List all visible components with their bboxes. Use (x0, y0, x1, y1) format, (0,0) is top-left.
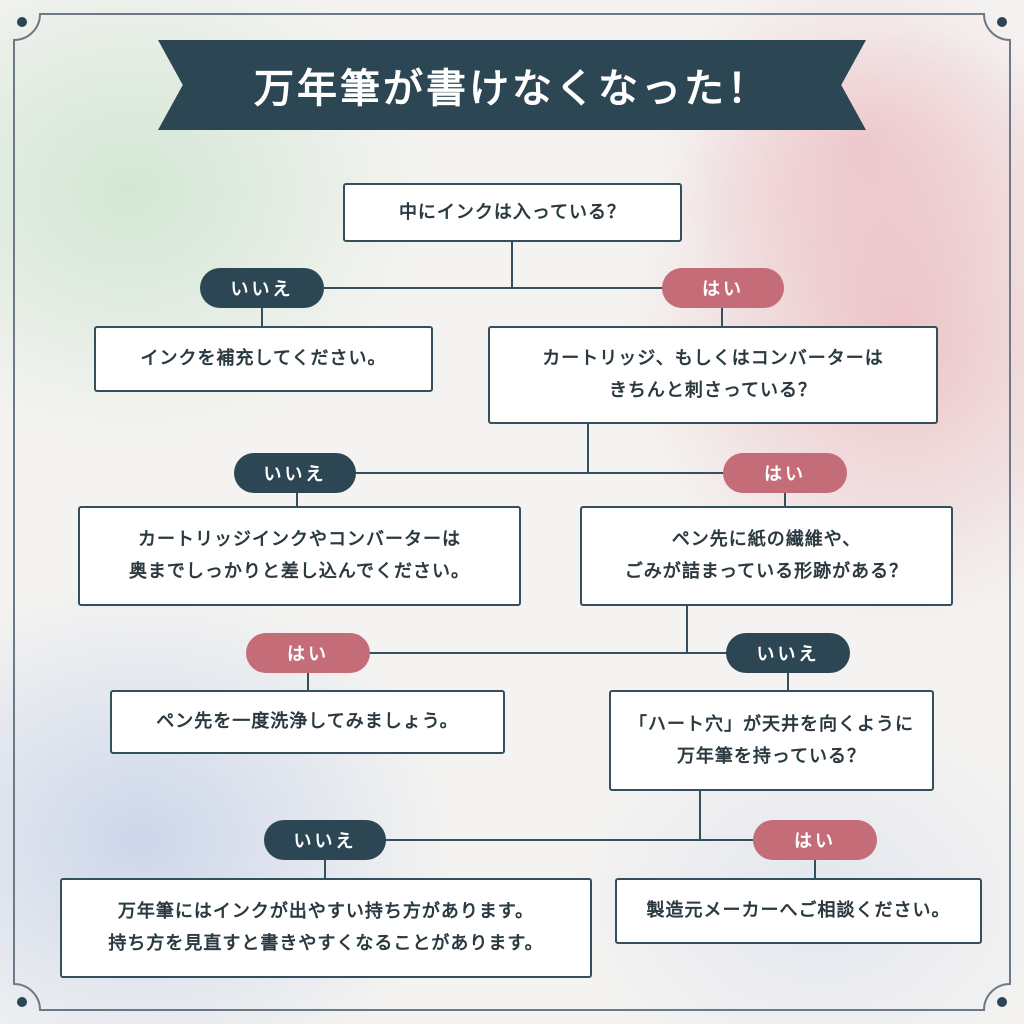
question-text-line2: 万年筆を持っている？ (676, 745, 867, 767)
answer-wash-nib: ペン先を一度洗浄してみましょう。 (110, 690, 505, 754)
question-text-line2: きちんと刺さっている？ (608, 380, 818, 401)
answer-text: ペン先を一度洗浄してみましょう。 (156, 711, 459, 732)
answer-text: 製造元メーカーへご相談ください。 (646, 900, 951, 921)
corner-dot (17, 17, 27, 27)
question-heart-hole-up: 「ハート穴」が天井を向くように 万年筆を持っている？ (609, 690, 934, 791)
question-text-line2: ごみが詰まっている形跡がある？ (624, 561, 909, 582)
question-cartridge-inserted: カートリッジ、もしくはコンバーターは きちんと刺さっている？ (488, 326, 938, 424)
yes-label: はい (662, 268, 784, 308)
yes-label: はい (723, 453, 847, 493)
answer-text-line2: 持ち方を見直すと書きやすくなることがあります。 (108, 933, 544, 954)
no-label: いいえ (726, 633, 850, 673)
answer-text-line1: 万年筆にはインクが出やすい持ち方があります。 (117, 901, 535, 922)
answer-text-line1: カートリッジインクやコンバーターは (137, 529, 461, 550)
answer-refill-ink: インクを補充してください。 (94, 326, 433, 392)
no-label: いいえ (234, 453, 356, 493)
answer-contact-manufacturer: 製造元メーカーへご相談ください。 (615, 878, 982, 944)
corner-dot (997, 17, 1007, 27)
corner-dot (997, 997, 1007, 1007)
title-banner: 万年筆が書けなくなった！ (158, 40, 866, 130)
question-text-line1: カートリッジ、もしくはコンバーターは (542, 348, 884, 369)
answer-text-line2: 奥までしっかりと差し込んでください。 (128, 561, 471, 582)
question-nib-clogged: ペン先に紙の繊維や、 ごみが詰まっている形跡がある？ (580, 506, 953, 606)
yes-label: はい (753, 820, 877, 860)
question-text-line1: 「ハート穴」が天井を向くように (629, 713, 914, 735)
yes-label: はい (246, 633, 370, 673)
answer-review-grip: 万年筆にはインクが出やすい持ち方があります。 持ち方を見直すと書きやすくなること… (60, 878, 592, 978)
corner-dot (17, 997, 27, 1007)
question-ink-inside: 中にインクは入っている？ (343, 183, 682, 242)
question-text: 中にインクは入っている？ (398, 201, 627, 223)
question-text-line1: ペン先に紙の繊維や、 (671, 529, 862, 550)
answer-insert-cartridge: カートリッジインクやコンバーターは 奥までしっかりと差し込んでください。 (78, 506, 521, 606)
no-label: いいえ (264, 820, 386, 860)
no-label: いいえ (200, 268, 324, 308)
answer-text: インクを補充してください。 (140, 348, 387, 369)
page-title: 万年筆が書けなくなった！ (254, 65, 770, 112)
